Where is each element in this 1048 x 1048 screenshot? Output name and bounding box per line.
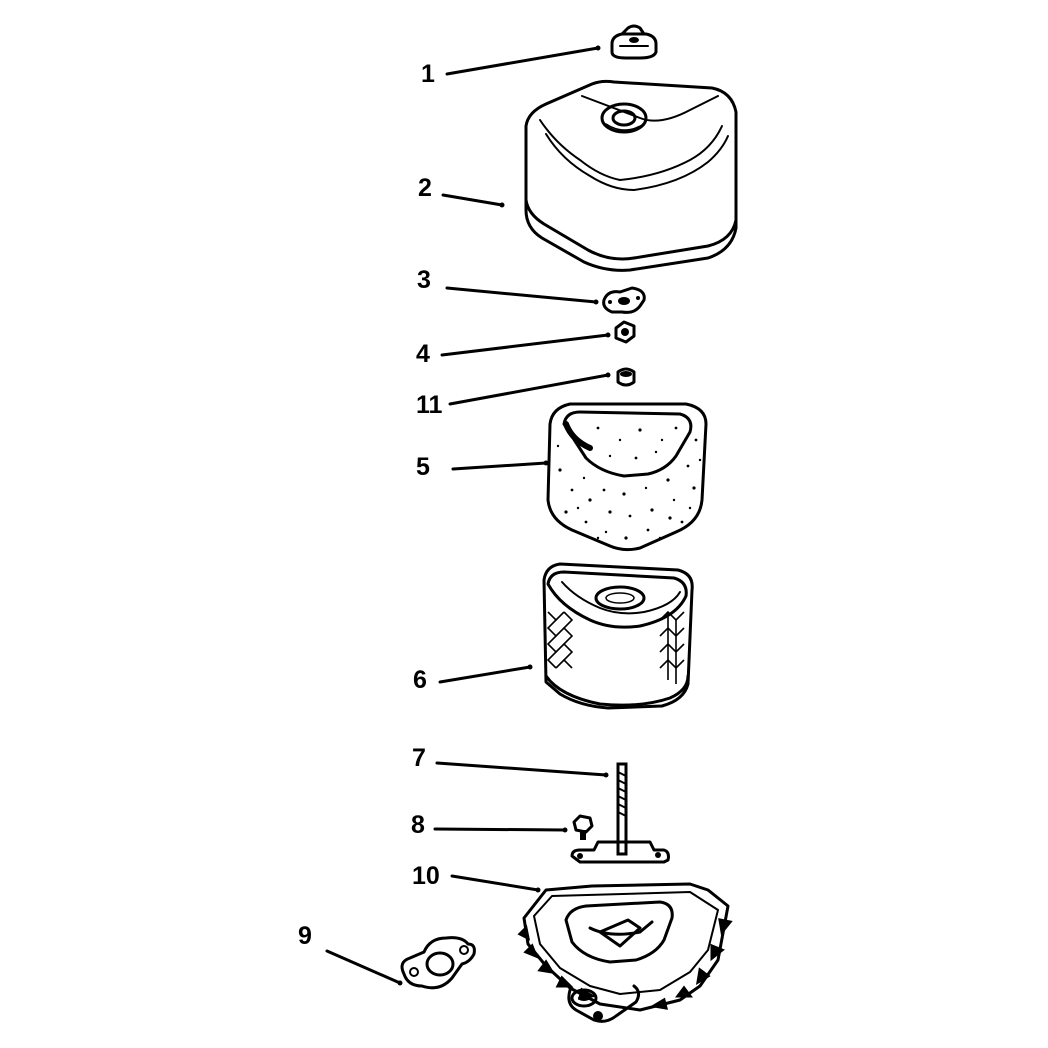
callout-9: 9 — [298, 922, 312, 950]
part-seal — [616, 367, 636, 387]
callout-labels: 1 2 3 4 11 5 6 7 8 10 9 — [298, 60, 443, 950]
part-gasket — [400, 936, 476, 990]
part-wing-nut — [610, 24, 658, 60]
part-stud — [570, 762, 670, 864]
part-paper-element — [542, 562, 694, 710]
leader-9 — [325, 949, 402, 985]
leader-8 — [433, 827, 567, 832]
leader-lines — [325, 45, 611, 986]
callout-3: 3 — [417, 266, 431, 294]
element-screen-texture — [546, 610, 685, 684]
part-precleaner — [546, 402, 708, 552]
callout-6: 6 — [413, 666, 427, 694]
leader-11 — [448, 373, 610, 406]
part-element-nut — [614, 320, 636, 344]
callout-11: 11 — [416, 391, 443, 419]
part-screw — [572, 814, 594, 840]
leader-1 — [445, 46, 600, 76]
leader-4 — [440, 333, 610, 357]
foam-texture — [556, 426, 702, 540]
part-air-cleaner-cover — [524, 79, 738, 272]
callout-1: 1 — [421, 60, 435, 88]
leader-10 — [450, 874, 540, 892]
callout-5: 5 — [416, 453, 430, 481]
leader-5 — [451, 461, 548, 471]
callout-8: 8 — [411, 811, 425, 839]
leader-6 — [438, 665, 532, 684]
part-cover-retainer — [602, 286, 646, 314]
part-base — [517, 882, 733, 1023]
callout-7: 7 — [412, 744, 426, 772]
leader-2 — [441, 193, 504, 207]
leader-7 — [435, 761, 608, 777]
base-fins — [517, 918, 733, 1010]
callout-4: 4 — [416, 340, 430, 368]
callout-2: 2 — [418, 174, 432, 202]
leader-3 — [445, 286, 598, 304]
callout-10: 10 — [412, 862, 440, 890]
